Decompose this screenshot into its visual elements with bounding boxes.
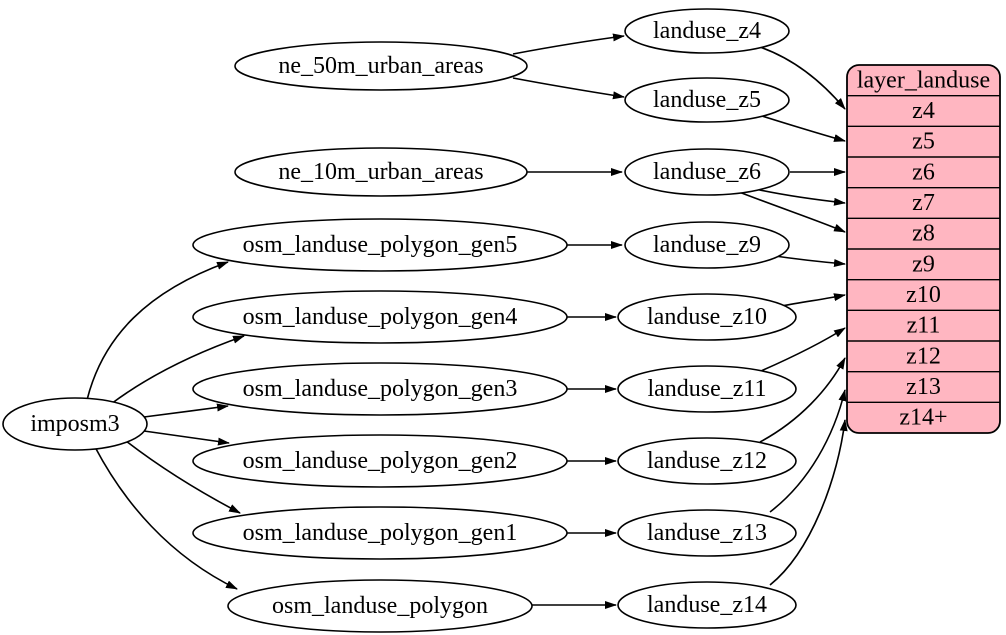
node-osm_landuse_polygon_gen2: osm_landuse_polygon_gen2 — [192, 434, 568, 488]
node-label-osm_landuse_polygon_gen4: osm_landuse_polygon_gen4 — [243, 304, 518, 330]
node-label-landuse_z6: landuse_z6 — [653, 159, 761, 185]
edge-landuse_z11-to-layer_landuse-z11 — [760, 327, 846, 372]
node-ellipse-landuse_z4 — [624, 8, 790, 54]
record-row-z14+: z14+ — [899, 405, 947, 431]
record-row-z4: z4 — [912, 98, 935, 124]
node-osm_landuse_polygon_gen1: osm_landuse_polygon_gen1 — [192, 506, 568, 560]
node-osm_landuse_polygon_gen5: osm_landuse_polygon_gen5 — [192, 218, 568, 272]
node-ellipse-landuse_z12 — [617, 437, 797, 485]
node-landuse_z12: landuse_z12 — [617, 437, 797, 485]
node-label-landuse_z12: landuse_z12 — [647, 448, 767, 474]
edge-imposm3-to-osm_landuse_polygon — [94, 446, 238, 590]
record-row-z5: z5 — [912, 129, 935, 155]
node-ellipse-osm_landuse_polygon_gen5 — [192, 218, 568, 272]
node-label-landuse_z4: landuse_z4 — [653, 18, 761, 44]
node-ellipse-osm_landuse_polygon_gen2 — [192, 434, 568, 488]
node-ellipse-landuse_z9 — [624, 221, 790, 269]
node-ellipse-ne_10m_urban_areas — [234, 147, 528, 197]
node-ellipse-ne_50m_urban_areas — [234, 41, 528, 91]
node-landuse_z9: landuse_z9 — [624, 221, 790, 269]
edge-landuse_z5-to-layer_landuse-z5 — [761, 115, 846, 142]
node-ellipse-osm_landuse_polygon_gen1 — [192, 506, 568, 560]
record-row-z13: z13 — [906, 374, 941, 400]
node-landuse_z14: landuse_z14 — [617, 581, 797, 629]
node-ellipse-osm_landuse_polygon — [227, 579, 533, 633]
node-label-imposm3: imposm3 — [30, 411, 119, 437]
edge-landuse_z6-to-layer_landuse-z7 — [754, 188, 846, 206]
record-layer_landuse: layer_landuse z4 z5 z6 z7 z8 z9 z10 z11 z12 z13 z14… — [846, 64, 1001, 434]
record-row-z6: z6 — [912, 159, 935, 185]
record-row-z10: z10 — [906, 282, 941, 308]
record-row-z8: z8 — [912, 221, 935, 247]
edge-landuse_z6-to-layer_landuse-z8 — [738, 191, 846, 233]
edge-landuse_z13-to-layer_landuse-z13 — [769, 389, 847, 513]
node-label-osm_landuse_polygon: osm_landuse_polygon — [272, 593, 488, 619]
node-landuse_z13: landuse_z13 — [617, 509, 797, 557]
record-row-z11: z11 — [907, 313, 941, 339]
edge-landuse_z12-to-layer_landuse-z12 — [759, 357, 846, 443]
node-label-landuse_z11: landuse_z11 — [647, 376, 766, 402]
node-ellipse-landuse_z13 — [617, 509, 797, 557]
node-ellipse-landuse_z5 — [624, 77, 790, 123]
record-title: layer_landuse — [857, 67, 990, 93]
node-ne_10m_urban_areas: ne_10m_urban_areas — [234, 147, 528, 197]
node-ellipse-osm_landuse_polygon_gen4 — [192, 290, 568, 344]
edge-landuse_z4-to-layer_landuse-z4 — [759, 46, 846, 110]
node-ellipse-landuse_z11 — [617, 365, 797, 413]
node-landuse_z10: landuse_z10 — [617, 293, 797, 341]
node-landuse_z4: landuse_z4 — [624, 8, 790, 54]
node-ellipse-landuse_z6 — [624, 148, 790, 196]
node-landuse_z5: landuse_z5 — [624, 77, 790, 123]
node-label-landuse_z13: landuse_z13 — [647, 520, 767, 546]
node-osm_landuse_polygon_gen3: osm_landuse_polygon_gen3 — [192, 362, 568, 416]
node-ellipse-landuse_z14 — [617, 581, 797, 629]
node-landuse_z11: landuse_z11 — [617, 365, 797, 413]
record-row-z12: z12 — [906, 343, 941, 369]
node-ellipse-landuse_z10 — [617, 293, 797, 341]
record-row-z7: z7 — [912, 190, 935, 216]
node-label-osm_landuse_polygon_gen3: osm_landuse_polygon_gen3 — [243, 376, 518, 402]
record-row-z9: z9 — [912, 251, 935, 277]
node-label-landuse_z14: landuse_z14 — [647, 592, 767, 618]
node-label-landuse_z9: landuse_z9 — [653, 232, 761, 258]
node-label-landuse_z10: landuse_z10 — [647, 304, 767, 330]
node-ellipse-imposm3 — [2, 397, 148, 451]
node-label-ne_10m_urban_areas: ne_10m_urban_areas — [278, 159, 483, 185]
node-label-landuse_z5: landuse_z5 — [653, 87, 761, 113]
node-label-ne_50m_urban_areas: ne_50m_urban_areas — [278, 53, 483, 79]
node-ellipse-osm_landuse_polygon_gen3 — [192, 362, 568, 416]
node-label-osm_landuse_polygon_gen2: osm_landuse_polygon_gen2 — [243, 448, 518, 474]
edge-imposm3-to-osm_landuse_polygon_gen5 — [86, 261, 229, 401]
edge-landuse_z14-to-layer_landuse-z14+ — [769, 419, 848, 586]
edge-ne_50m_urban_areas-to-landuse_z4 — [512, 33, 625, 55]
node-imposm3: imposm3 — [2, 397, 148, 451]
node-osm_landuse_polygon_gen4: osm_landuse_polygon_gen4 — [192, 290, 568, 344]
node-landuse_z6: landuse_z6 — [624, 148, 790, 196]
edge-imposm3-to-osm_landuse_polygon_gen1 — [125, 440, 241, 514]
node-label-osm_landuse_polygon_gen1: osm_landuse_polygon_gen1 — [243, 520, 518, 546]
edge-imposm3-to-osm_landuse_polygon_gen4 — [110, 335, 245, 405]
node-osm_landuse_polygon: osm_landuse_polygon — [227, 579, 533, 633]
node-label-osm_landuse_polygon_gen5: osm_landuse_polygon_gen5 — [243, 232, 518, 258]
edge-ne_50m_urban_areas-to-landuse_z5 — [512, 77, 625, 100]
edge-landuse_z10-to-layer_landuse-z10 — [781, 293, 846, 307]
node-ne_50m_urban_areas: ne_50m_urban_areas — [234, 41, 528, 91]
edge-imposm3-to-osm_landuse_polygon_gen3 — [143, 403, 229, 418]
edge-imposm3-to-osm_landuse_polygon_gen2 — [143, 430, 230, 446]
